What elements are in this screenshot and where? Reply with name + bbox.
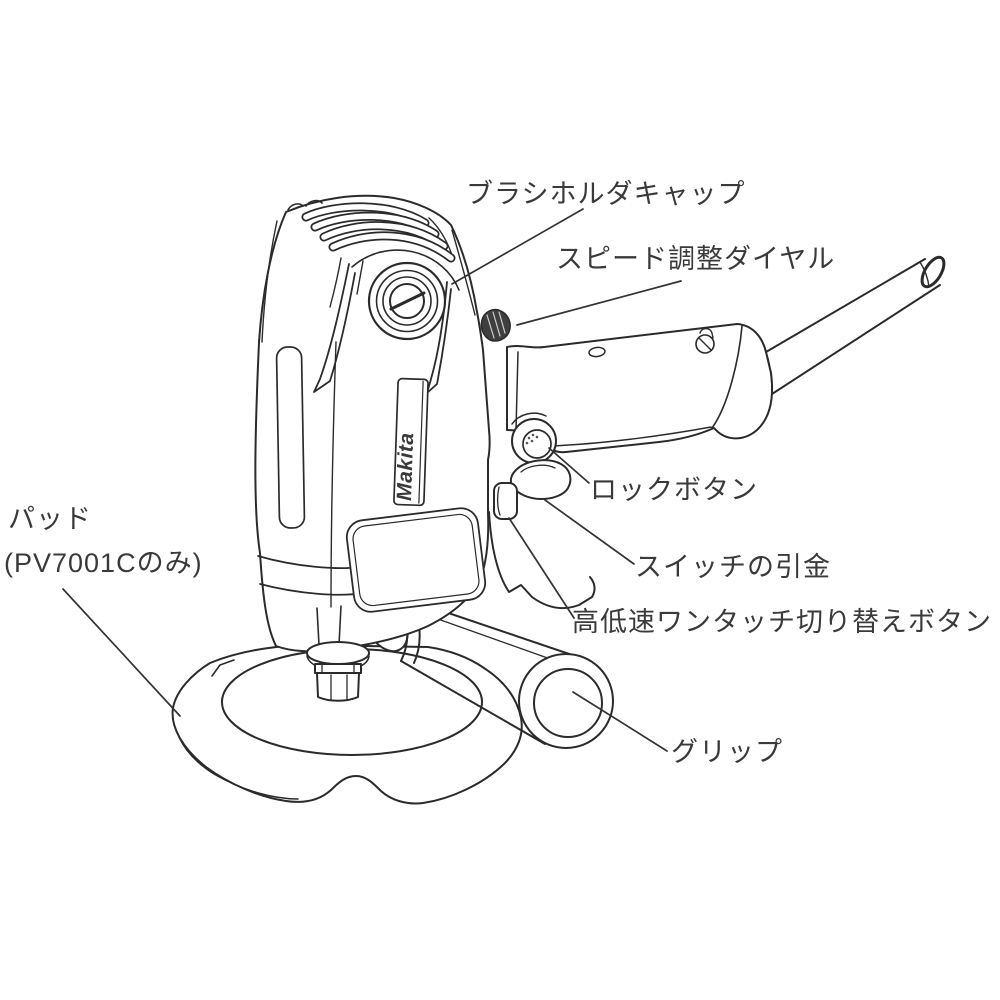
- motor-body-drawing: Makita: [254, 194, 491, 653]
- label-switch-trigger: スイッチの引金: [635, 552, 831, 582]
- lock-button-drawing: [511, 412, 557, 464]
- cord-guard-drawing: [765, 255, 946, 395]
- rear-handle-drawing: [506, 255, 946, 454]
- brand-logo-text: Makita: [393, 432, 418, 501]
- label-lock-button: ロックボタン: [590, 475, 758, 505]
- switch-trigger-drawing: [509, 459, 572, 500]
- leader-pad: [62, 588, 181, 717]
- handle-screw-icon: [695, 327, 715, 354]
- label-speed-switch-button: 高低速ワンタッチ切り替えボタン: [572, 607, 992, 637]
- spindle-nut-drawing: [306, 605, 370, 702]
- label-grip: グリップ: [671, 737, 783, 767]
- label-pad-model-note: (PV7001Cのみ): [4, 547, 203, 578]
- leader-switch-trigger: [544, 499, 635, 565]
- leader-speed-switch-button: [508, 517, 575, 619]
- leader-lines: [62, 208, 682, 752]
- gear-housing-panel: [345, 507, 487, 613]
- label-pad-name: パッド: [8, 504, 92, 534]
- speed-dial-drawing: [480, 308, 511, 342]
- speed-switch-button-drawing: [493, 482, 518, 520]
- vent-ribs-drawing: [301, 202, 456, 263]
- label-brush-holder-cap: ブラシホルダキャップ: [466, 179, 746, 209]
- leader-grip: [572, 691, 668, 752]
- brush-holder-cap-drawing: [367, 261, 447, 341]
- leader-brush-holder-cap: [451, 208, 584, 285]
- label-pad: パッド (PV7001Cのみ): [4, 504, 203, 578]
- brand-plate: Makita: [393, 377, 429, 507]
- label-speed-dial: スピード調整ダイヤル: [556, 244, 836, 274]
- leader-lock-button: [548, 447, 590, 484]
- leader-speed-dial: [516, 280, 682, 326]
- rear-housing-drawing: [488, 511, 596, 610]
